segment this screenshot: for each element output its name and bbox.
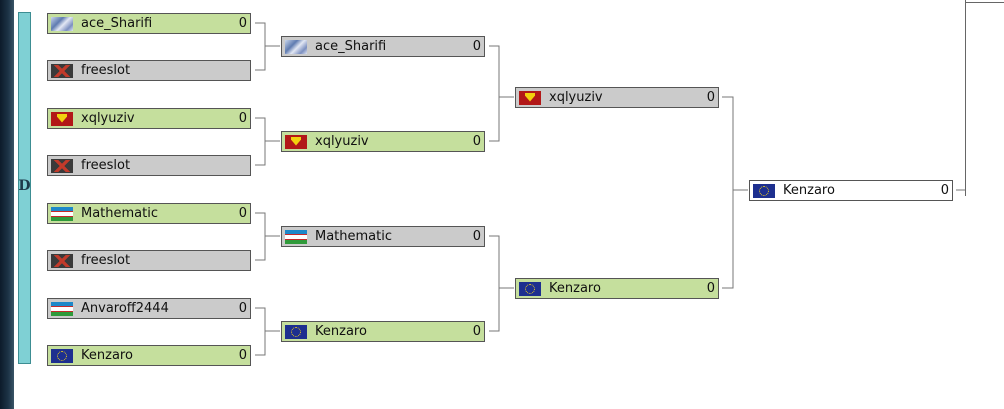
- match-slot[interactable]: Anvaroff2444 0: [47, 298, 251, 319]
- player-name: Kenzaro: [783, 183, 835, 198]
- player-score: 0: [472, 324, 481, 339]
- eu-flag-icon: [519, 281, 541, 296]
- match-slot[interactable]: Kenzaro 0: [515, 278, 719, 299]
- player-name: Kenzaro: [81, 348, 133, 363]
- group-bar: [18, 12, 31, 364]
- uzbekistan-flag-icon: [51, 206, 73, 221]
- match-slot[interactable]: ace_Sharifi 0: [47, 13, 251, 34]
- superman-icon: [519, 90, 541, 105]
- eu-flag-icon: [753, 183, 775, 198]
- player-score: 0: [238, 111, 247, 126]
- player-score: 0: [940, 183, 949, 198]
- uzbekistan-flag-icon: [51, 301, 73, 316]
- player-name: Mathematic: [81, 206, 159, 221]
- match-slot[interactable]: Kenzaro 0: [281, 321, 485, 342]
- player-score: 0: [238, 16, 247, 31]
- player-score: 0: [706, 90, 715, 105]
- player-name: Kenzaro: [315, 324, 367, 339]
- match-slot[interactable]: freeslot: [47, 60, 251, 81]
- match-slot[interactable]: Kenzaro 0: [749, 180, 953, 201]
- match-slot[interactable]: ace_Sharifi 0: [281, 36, 485, 57]
- player-name: xqlyuziv: [549, 90, 603, 105]
- eu-flag-icon: [285, 324, 307, 339]
- player-name: ace_Sharifi: [315, 39, 387, 54]
- player-score: 0: [706, 281, 715, 296]
- freeslot-icon: [51, 158, 73, 173]
- match-slot[interactable]: xqlyuziv 0: [281, 131, 485, 152]
- player-name: Mathematic: [315, 229, 393, 244]
- player-name: Anvaroff2444: [81, 301, 169, 316]
- match-slot[interactable]: Kenzaro 0: [47, 345, 251, 366]
- player-score: 0: [238, 206, 247, 221]
- match-slot[interactable]: xqlyuziv 0: [47, 108, 251, 129]
- match-slot[interactable]: xqlyuziv 0: [515, 87, 719, 108]
- player-name: freeslot: [81, 63, 131, 78]
- player-score: 0: [472, 39, 481, 54]
- player-name: xqlyuziv: [315, 134, 369, 149]
- player-score: 0: [238, 301, 247, 316]
- player-score: 0: [472, 134, 481, 149]
- player-name: ace_Sharifi: [81, 16, 153, 31]
- match-slot[interactable]: Mathematic 0: [281, 226, 485, 247]
- match-slot[interactable]: freeslot: [47, 250, 251, 271]
- player-name: freeslot: [81, 253, 131, 268]
- player-score: 0: [472, 229, 481, 244]
- freeslot-icon: [51, 253, 73, 268]
- match-slot[interactable]: freeslot: [47, 155, 251, 176]
- desktop-edge: [0, 0, 14, 409]
- anime-icon: [51, 16, 73, 31]
- player-name: Kenzaro: [549, 281, 601, 296]
- freeslot-icon: [51, 63, 73, 78]
- superman-icon: [51, 111, 73, 126]
- player-name: xqlyuziv: [81, 111, 135, 126]
- group-label: D: [18, 178, 31, 194]
- superman-icon: [285, 134, 307, 149]
- player-score: 0: [238, 348, 247, 363]
- uzbekistan-flag-icon: [285, 229, 307, 244]
- bracket-connector-top: [965, 2, 1004, 3]
- bracket-connector-right: [965, 0, 966, 196]
- anime-icon: [285, 39, 307, 54]
- player-name: freeslot: [81, 158, 131, 173]
- eu-flag-icon: [51, 348, 73, 363]
- match-slot[interactable]: Mathematic 0: [47, 203, 251, 224]
